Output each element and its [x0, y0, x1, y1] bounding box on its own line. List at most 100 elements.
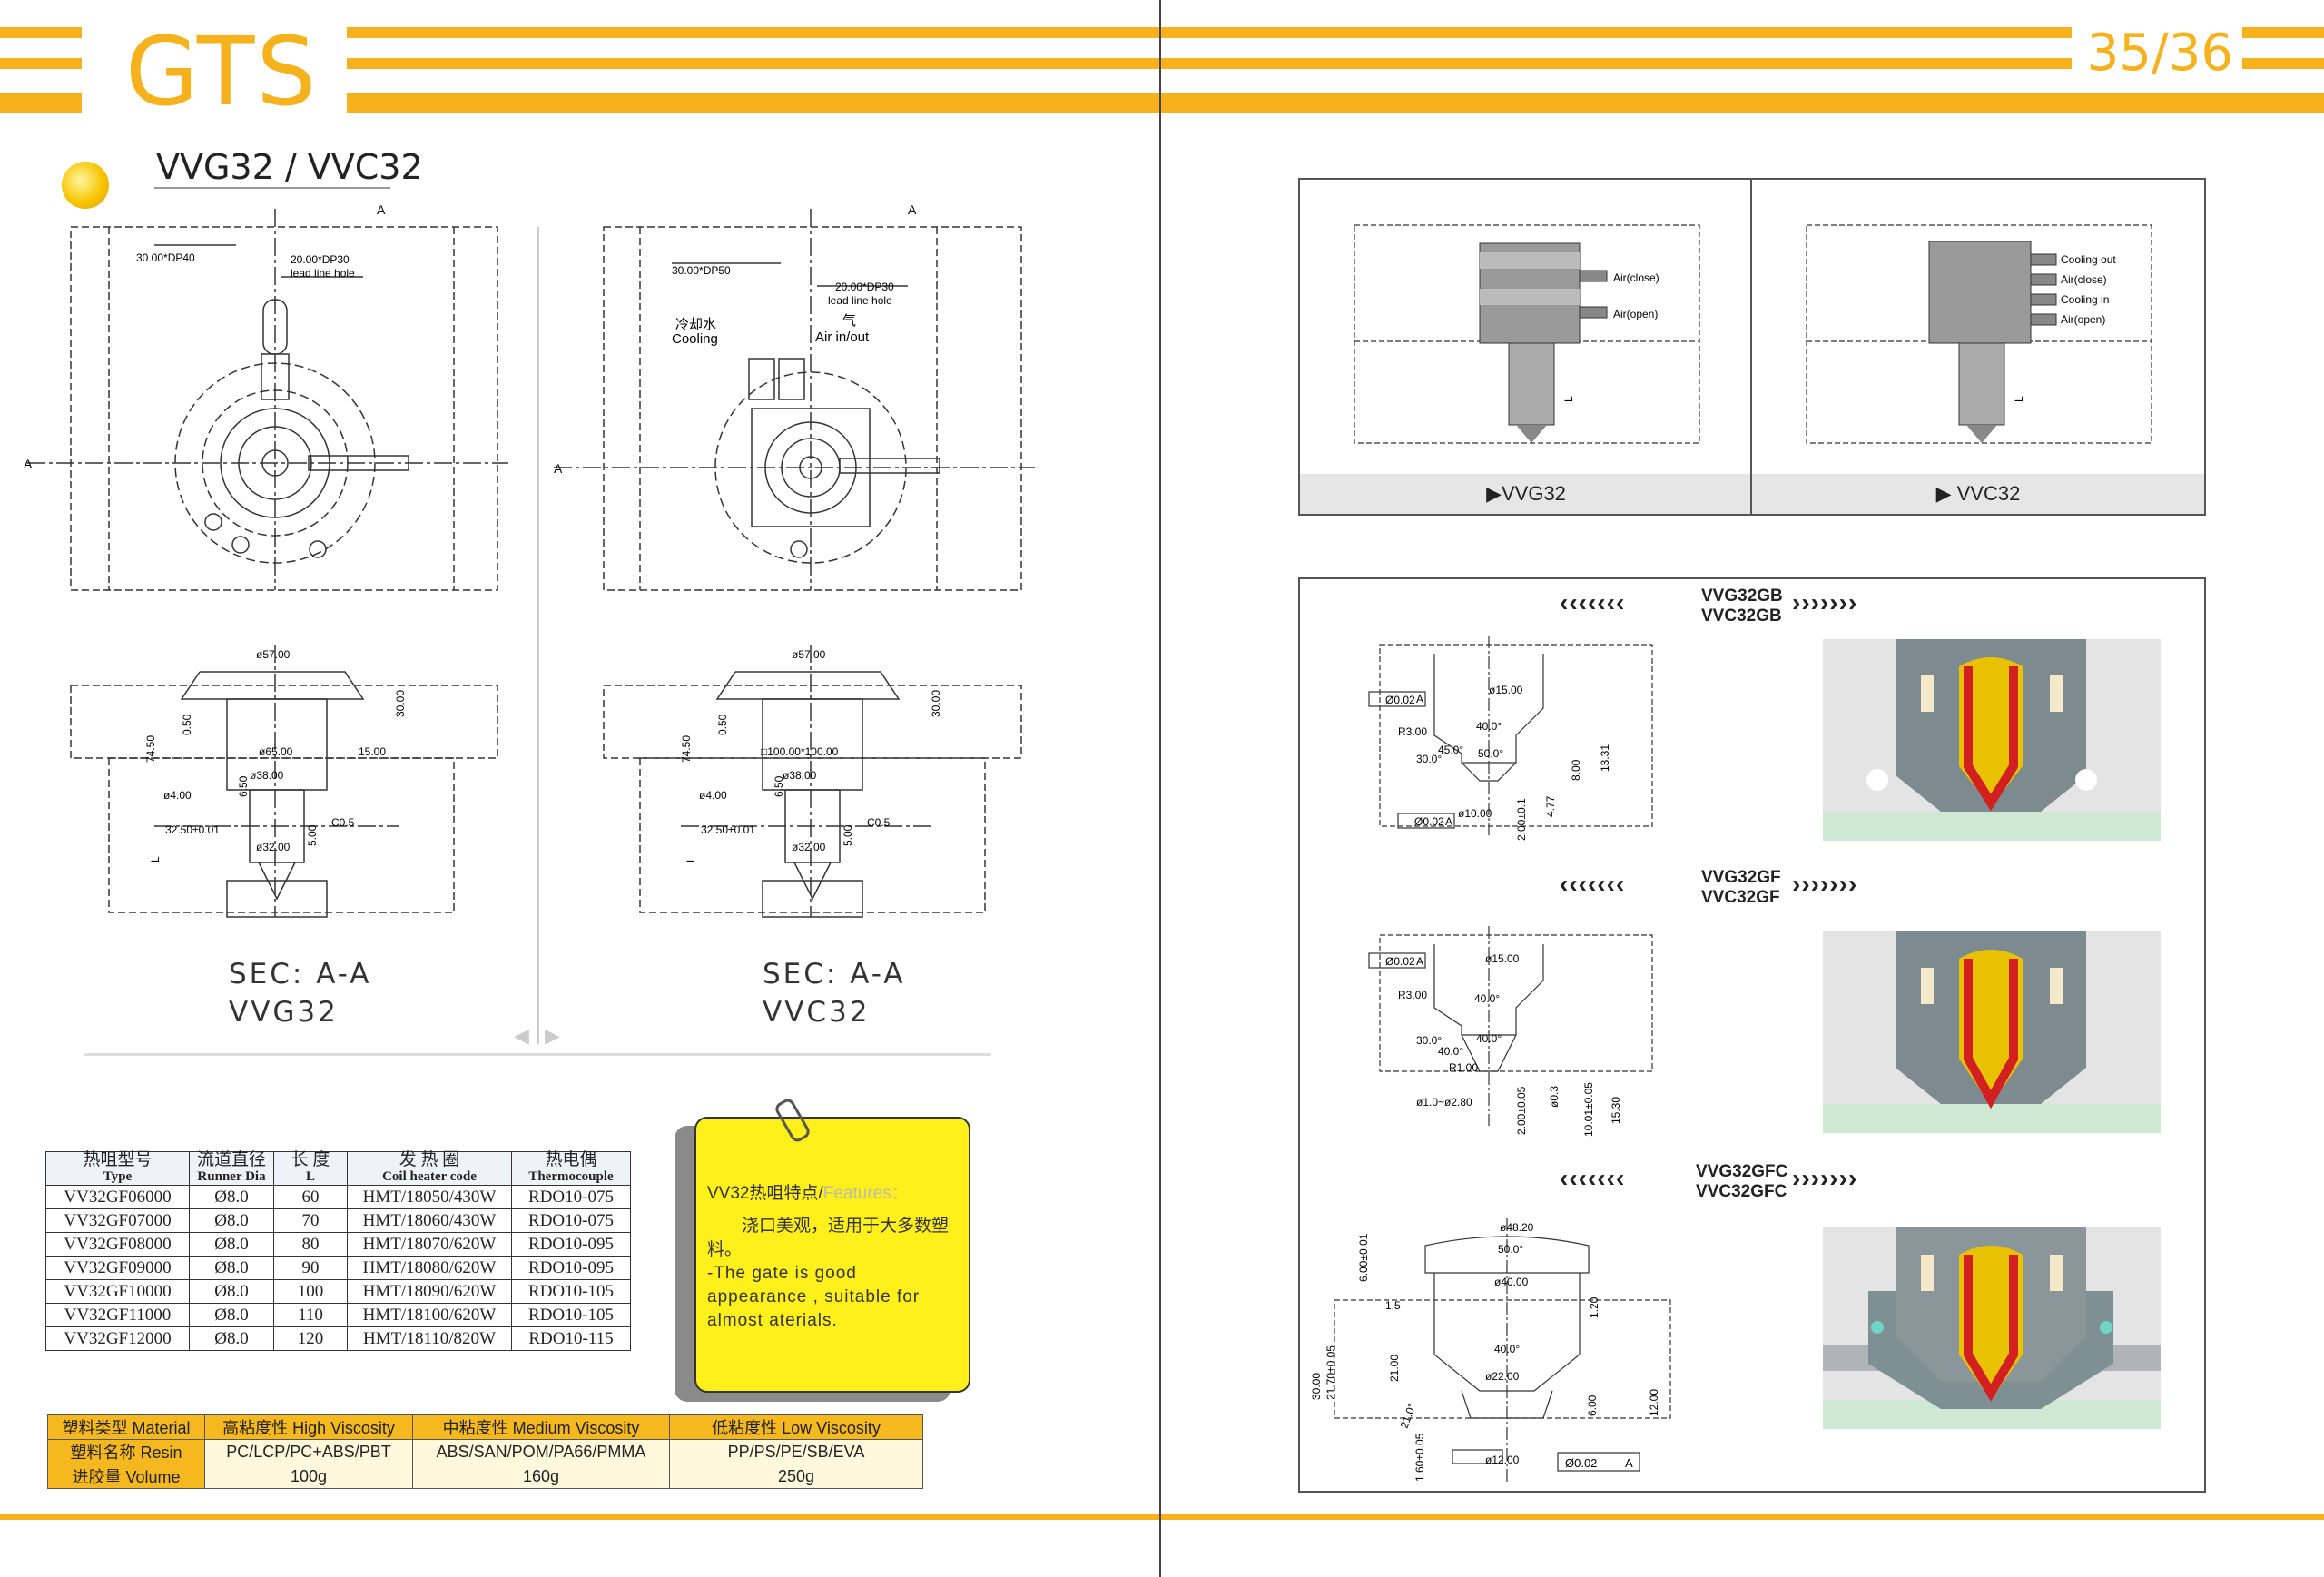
dim-label: 30.00: [394, 690, 407, 717]
footer-stripe: [0, 1514, 2324, 1520]
dim-label: 0.50: [181, 714, 193, 735]
dim-label: 20.00*DP30: [835, 281, 894, 293]
arrow-left-icon: ‹‹‹‹‹‹‹: [1560, 588, 1626, 616]
dim-label: 5.00: [842, 824, 854, 846]
title-bullet-icon: [62, 162, 109, 209]
header-stripe: [2242, 27, 2324, 38]
features-cn: 浇口美观，适用于大多数塑料。: [707, 1217, 950, 1259]
arrow-right-icon: ›››››››: [1792, 870, 1858, 898]
arrow-right-icon: ›››››››: [1792, 1164, 1858, 1192]
arrow-left-icon: ‹‹‹‹‹‹‹: [1560, 870, 1626, 898]
axis-label: A: [908, 202, 917, 217]
dim-label: 2.00±0.1: [1515, 798, 1528, 841]
dim-label: R3.00: [1398, 989, 1427, 1001]
dim-label: 50.0°: [1478, 747, 1503, 760]
cooling-label: 冷却水: [675, 317, 716, 332]
gate-drawing-gf: ø15.00 40.0° 40.0° R3.00 30.0° 40.0° R1.…: [1368, 926, 1653, 1137]
dim-label: 15.30: [1610, 1097, 1622, 1124]
dim-label: 1.60±0.05: [1413, 1433, 1426, 1482]
cooling-in-label: Cooling in: [2061, 293, 2109, 306]
dim-label: lead line hole: [828, 294, 892, 307]
air-label: Air in/out: [815, 330, 870, 345]
dim-label: 12.00: [1648, 1389, 1660, 1416]
dim-label: ø40.00: [1494, 1276, 1529, 1288]
dim-label: L: [149, 856, 162, 862]
features-note: VV32热咀特点/Features： 浇口美观，适用于大多数塑料。 -The g…: [694, 1096, 970, 1393]
dim-label: 6.50: [773, 775, 785, 797]
tolerance-label: Ø0.02: [1385, 694, 1415, 706]
vvg32-drawing: 30.00*DP40 20.00*DP30 lead line hole A A…: [24, 202, 508, 918]
dim-label: C0.5: [867, 816, 891, 829]
dim-label: 15.00: [359, 745, 386, 758]
air-open-label: Air(open): [2061, 313, 2105, 326]
dim-label: 74.50: [144, 735, 157, 763]
dim-label: R1.00: [1449, 1061, 1478, 1074]
dim-label: 30.0°: [1416, 1034, 1442, 1047]
datum-label: A: [1445, 815, 1452, 828]
dim-label: ø12.00: [1485, 1454, 1520, 1466]
datum-label: A: [1416, 693, 1423, 705]
dim-label: ø15.00: [1485, 952, 1520, 965]
dim-label: 30.0°: [1416, 753, 1442, 765]
dim-label: 50.0°: [1498, 1243, 1523, 1256]
dim-label: ø15.00: [1489, 684, 1523, 696]
dim-label: ø38.00: [250, 769, 284, 782]
section-caption-right: SEC: A-A VVC32: [763, 958, 906, 1029]
center-rule: [537, 227, 539, 1044]
next-arrow-icon[interactable]: ▶: [545, 1024, 560, 1047]
dim-label: ø38.00: [783, 769, 817, 782]
dim-label: 74.50: [680, 735, 693, 763]
header-stripe: [347, 58, 2072, 69]
dim-label: 5.00: [306, 824, 319, 846]
dim-label: 4.77: [1544, 795, 1557, 817]
dim-label: ø22.00: [1485, 1370, 1520, 1383]
dim-label: 40.0°: [1474, 992, 1500, 1005]
dim-label: 30.00: [930, 690, 942, 717]
axis-label: A: [377, 202, 386, 217]
datum-label: A: [1625, 1456, 1633, 1470]
cooling-out-label: Cooling out: [2061, 253, 2116, 266]
prev-arrow-icon[interactable]: ◀: [514, 1024, 529, 1047]
vvc32-product-drawing: Cooling out Air(close) Cooling in Air(op…: [1806, 224, 2152, 444]
dim-label: 40.0°: [1476, 1032, 1502, 1045]
features-heading: VV32热咀特点/Features：: [707, 1184, 909, 1203]
dim-label: 1.5: [1385, 1299, 1401, 1312]
page-title: VVG32 / VVC32: [156, 147, 423, 187]
dim-label: 21.70±0.05: [1324, 1345, 1337, 1400]
drawings-bottom-rule: [84, 1053, 991, 1056]
axis-label: A: [24, 457, 33, 471]
dim-label: C0.5: [331, 816, 355, 829]
dim-label: ø4.00: [699, 789, 727, 802]
dim-label: 40.0°: [1476, 720, 1502, 733]
header-stripe: [0, 93, 82, 113]
tolerance-label: Ø0.02: [1385, 955, 1415, 968]
product-label-vvg32: ▶VVG32: [1300, 474, 1752, 514]
header-stripe: [2242, 58, 2324, 69]
dim-label: R3.00: [1398, 725, 1427, 738]
air-close-label: Air(close): [2061, 273, 2107, 286]
gate-drawing-gfc: ø48.20 50.0° ø40.00 6.00±0.01 1.5 1.20 2…: [1310, 1218, 1671, 1482]
tolerance-label: Ø0.02: [1565, 1456, 1597, 1470]
brand-logo: GTS: [125, 16, 319, 127]
dim-label: 40.0°: [1494, 1343, 1520, 1355]
air-open-label: Air(open): [1613, 308, 1658, 320]
features-en: -The gate is good appearance , suitable …: [707, 1264, 921, 1330]
product-label-vvc32: ▶ VVC32: [1752, 474, 2204, 514]
dim-label: ø1.0~ø2.80: [1416, 1096, 1472, 1109]
header-stripe: [0, 58, 82, 69]
